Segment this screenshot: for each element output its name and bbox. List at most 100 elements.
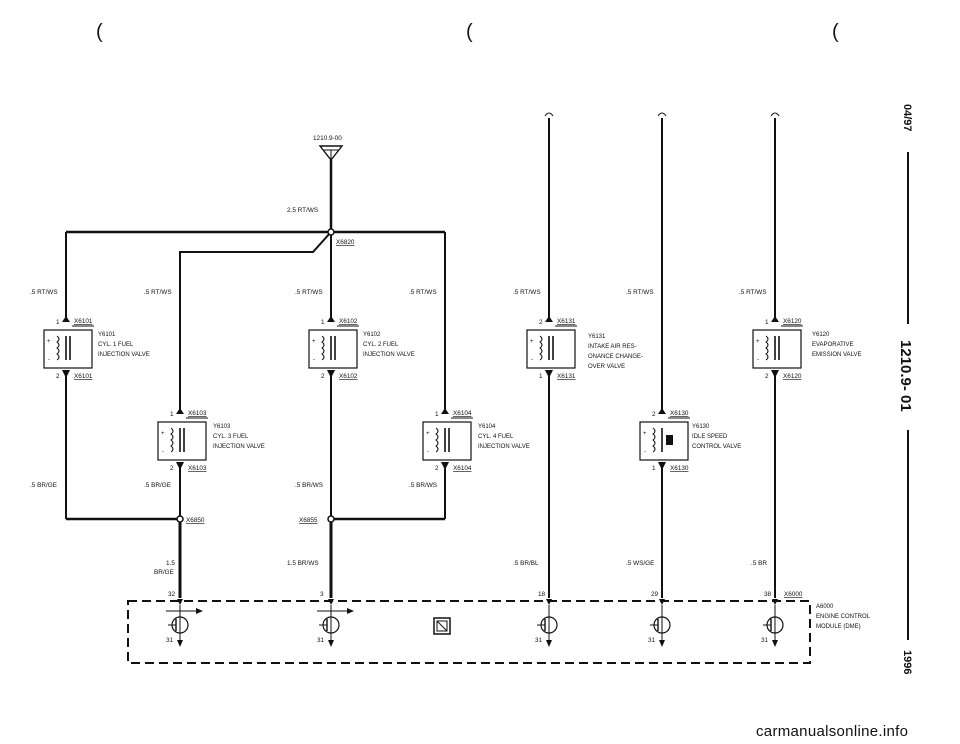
svg-text:.5 BR: .5 BR (751, 560, 767, 567)
svg-text:-: - (531, 357, 533, 363)
svg-text:-: - (313, 357, 315, 363)
side-date: 04/97 (901, 104, 913, 132)
svg-text:IDLE SPEED: IDLE SPEED (692, 434, 728, 440)
component-y6120: 1 X6120 +- 2 X6120 Y6120 EVAPORATIVE EMI… (752, 316, 861, 380)
svg-text:31: 31 (535, 637, 543, 644)
svg-text:X6131: X6131 (557, 318, 576, 325)
svg-text:CYL. 2 FUEL: CYL. 2 FUEL (363, 342, 399, 348)
svg-text:1: 1 (321, 319, 325, 326)
svg-text:+: + (47, 339, 51, 345)
svg-text:1: 1 (435, 411, 439, 418)
svg-text:-: - (757, 357, 759, 363)
svg-text:OVER VALVE: OVER VALVE (588, 364, 625, 370)
svg-text:X6101: X6101 (74, 318, 93, 325)
svg-text:.5 BR/WS: .5 BR/WS (295, 482, 323, 489)
svg-text:MODULE (DME): MODULE (DME) (816, 624, 861, 630)
svg-text:X6120: X6120 (783, 373, 802, 380)
svg-text:+: + (756, 339, 760, 345)
svg-text:X6102: X6102 (339, 318, 358, 325)
svg-text:.5 RT/WS: .5 RT/WS (739, 289, 767, 296)
svg-text:3: 3 (320, 591, 324, 598)
svg-text:INJECTION VALVE: INJECTION VALVE (213, 444, 265, 450)
svg-text:.5 BR/GE: .5 BR/GE (144, 482, 171, 489)
watermark: carmanualsonline.info (756, 723, 908, 740)
wire-network (65, 112, 780, 598)
svg-text:Y6103: Y6103 (213, 424, 231, 430)
svg-text:32: 32 (168, 591, 176, 598)
svg-text:.5 BR/WS: .5 BR/WS (409, 482, 437, 489)
svg-text:+: + (312, 339, 316, 345)
svg-text:X6120: X6120 (783, 318, 802, 325)
wire-labels: 2.5 RT/WS .5 RT/WS .5 RT/WS .5 RT/WS .5 … (30, 207, 767, 576)
svg-text:.5 WS/GE: .5 WS/GE (626, 560, 654, 567)
svg-text:Y6120: Y6120 (812, 332, 830, 338)
svg-text:18: 18 (538, 591, 546, 598)
svg-text:2: 2 (539, 319, 543, 326)
control-unit-icon (433, 617, 451, 635)
component-y6131: 2 X6131 +- 1 X6131 Y6131 INTAKE AIR RES-… (526, 316, 643, 380)
svg-text:31: 31 (761, 637, 769, 644)
svg-text:1: 1 (765, 319, 769, 326)
paren-center: ( (466, 21, 473, 43)
svg-text:X6131: X6131 (557, 373, 576, 380)
component-y6102: 1 X6102 +- 2 X6102 Y6102 CYL. 2 FUEL INJ… (308, 316, 415, 380)
splice-x6850: X6850 (176, 515, 205, 524)
svg-text:31: 31 (648, 637, 656, 644)
reference-label: 1210.9-00 (313, 135, 342, 142)
svg-text:X6820: X6820 (336, 239, 355, 246)
svg-text:.5 RT/WS: .5 RT/WS (144, 289, 172, 296)
svg-text:1.5 BR/WS: 1.5 BR/WS (287, 560, 319, 567)
svg-text:INJECTION VALVE: INJECTION VALVE (478, 444, 530, 450)
svg-text:INJECTION VALVE: INJECTION VALVE (98, 352, 150, 358)
component-y6103: 1 X6103 +- 2 X6103 Y6103 CYL. 3 FUEL INJ… (157, 408, 265, 472)
svg-text:.5 RT/WS: .5 RT/WS (409, 289, 437, 296)
svg-text:X6000: X6000 (784, 591, 803, 598)
svg-text:CYL. 1 FUEL: CYL. 1 FUEL (98, 342, 134, 348)
svg-text:X6101: X6101 (74, 373, 93, 380)
svg-text:31: 31 (317, 637, 325, 644)
svg-text:2.5 RT/WS: 2.5 RT/WS (287, 207, 318, 214)
page-sidebar: 04/97 1210.9- 01 1996 (897, 104, 914, 674)
svg-text:X6850: X6850 (186, 517, 205, 524)
svg-text:EMISSION VALVE: EMISSION VALVE (812, 352, 861, 358)
svg-text:+: + (530, 339, 534, 345)
svg-text:+: + (643, 431, 647, 437)
svg-text:-: - (644, 449, 646, 455)
svg-text:-: - (162, 449, 164, 455)
svg-text:.5 RT/WS: .5 RT/WS (513, 289, 541, 296)
svg-text:X6103: X6103 (188, 410, 207, 417)
svg-text:BR/GE: BR/GE (154, 569, 174, 576)
transistor-icon (168, 616, 189, 634)
svg-text:2: 2 (170, 465, 174, 472)
svg-text:X6103: X6103 (188, 465, 207, 472)
svg-text:.5 RT/WS: .5 RT/WS (626, 289, 654, 296)
svg-text:29: 29 (651, 591, 659, 598)
svg-text:1: 1 (539, 373, 543, 380)
svg-text:CYL. 4 FUEL: CYL. 4 FUEL (478, 434, 514, 440)
reference-arrow-icon (318, 145, 344, 162)
svg-text:X6130: X6130 (670, 465, 689, 472)
splice-x6820: X6820 (327, 228, 355, 246)
svg-text:+: + (426, 431, 430, 437)
svg-text:2: 2 (321, 373, 325, 380)
svg-text:1.5: 1.5 (166, 560, 175, 567)
svg-text:A6000: A6000 (816, 604, 834, 610)
svg-text:X6855: X6855 (299, 517, 318, 524)
paren-left: ( (96, 21, 103, 43)
svg-text:ONANCE CHANGE-: ONANCE CHANGE- (588, 354, 643, 360)
component-y6104: 1 X6104 +- 2 X6104 Y6104 CYL. 4 FUEL INJ… (422, 408, 530, 472)
svg-text:INJECTION VALVE: INJECTION VALVE (363, 352, 415, 358)
svg-text:Y6102: Y6102 (363, 332, 381, 338)
transistor-icon (319, 616, 340, 634)
splice-x6855: X6855 (299, 515, 335, 524)
svg-text:Y6130: Y6130 (692, 424, 710, 430)
component-y6101: 1 X6101 +- 2 X6101 Y6101 CYL. 1 FUEL INJ… (43, 316, 150, 380)
svg-text:-: - (48, 357, 50, 363)
svg-text:.5 BR/GE: .5 BR/GE (30, 482, 57, 489)
svg-text:Y6104: Y6104 (478, 424, 496, 430)
svg-text:.5 RT/WS: .5 RT/WS (295, 289, 323, 296)
svg-text:.5 RT/WS: .5 RT/WS (30, 289, 58, 296)
transistor-icon (537, 616, 558, 634)
svg-text:38: 38 (764, 591, 772, 598)
